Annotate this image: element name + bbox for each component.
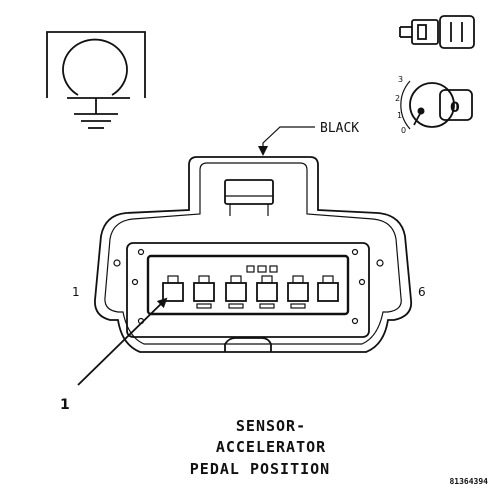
ground-symbol-icon	[46, 31, 146, 129]
reference-number: 81364394	[449, 477, 488, 486]
key-position-1: 1	[397, 111, 402, 120]
title-line-2: ACCELERATOR	[216, 438, 326, 456]
terminal-4	[256, 275, 278, 309]
key-position-0: 0	[401, 126, 406, 135]
key-position-2: 2	[395, 94, 400, 103]
key-position-3: 3	[398, 75, 403, 84]
connector-housing	[94, 156, 413, 353]
pin-pointer: 1	[60, 297, 168, 413]
connector-plug-icon	[399, 15, 475, 49]
terminal-6	[317, 275, 339, 302]
color-callout: BLACK	[258, 121, 359, 156]
title-line-1: SENSOR-	[236, 417, 306, 435]
connector-color-label: BLACK	[320, 121, 359, 136]
key-cylinder-label: 0	[450, 100, 460, 116]
terminal-1	[162, 275, 184, 302]
title-line-3: PEDAL POSITION	[190, 460, 330, 478]
terminal-3	[225, 275, 247, 309]
pin-number-first: 1	[72, 285, 80, 299]
terminal-5	[287, 275, 309, 309]
terminal-2	[193, 275, 215, 309]
ignition-key-icon: 3 2 1 0 0	[395, 75, 473, 135]
pin-number-last: 6	[418, 285, 426, 299]
pointer-label: 1	[60, 397, 70, 413]
